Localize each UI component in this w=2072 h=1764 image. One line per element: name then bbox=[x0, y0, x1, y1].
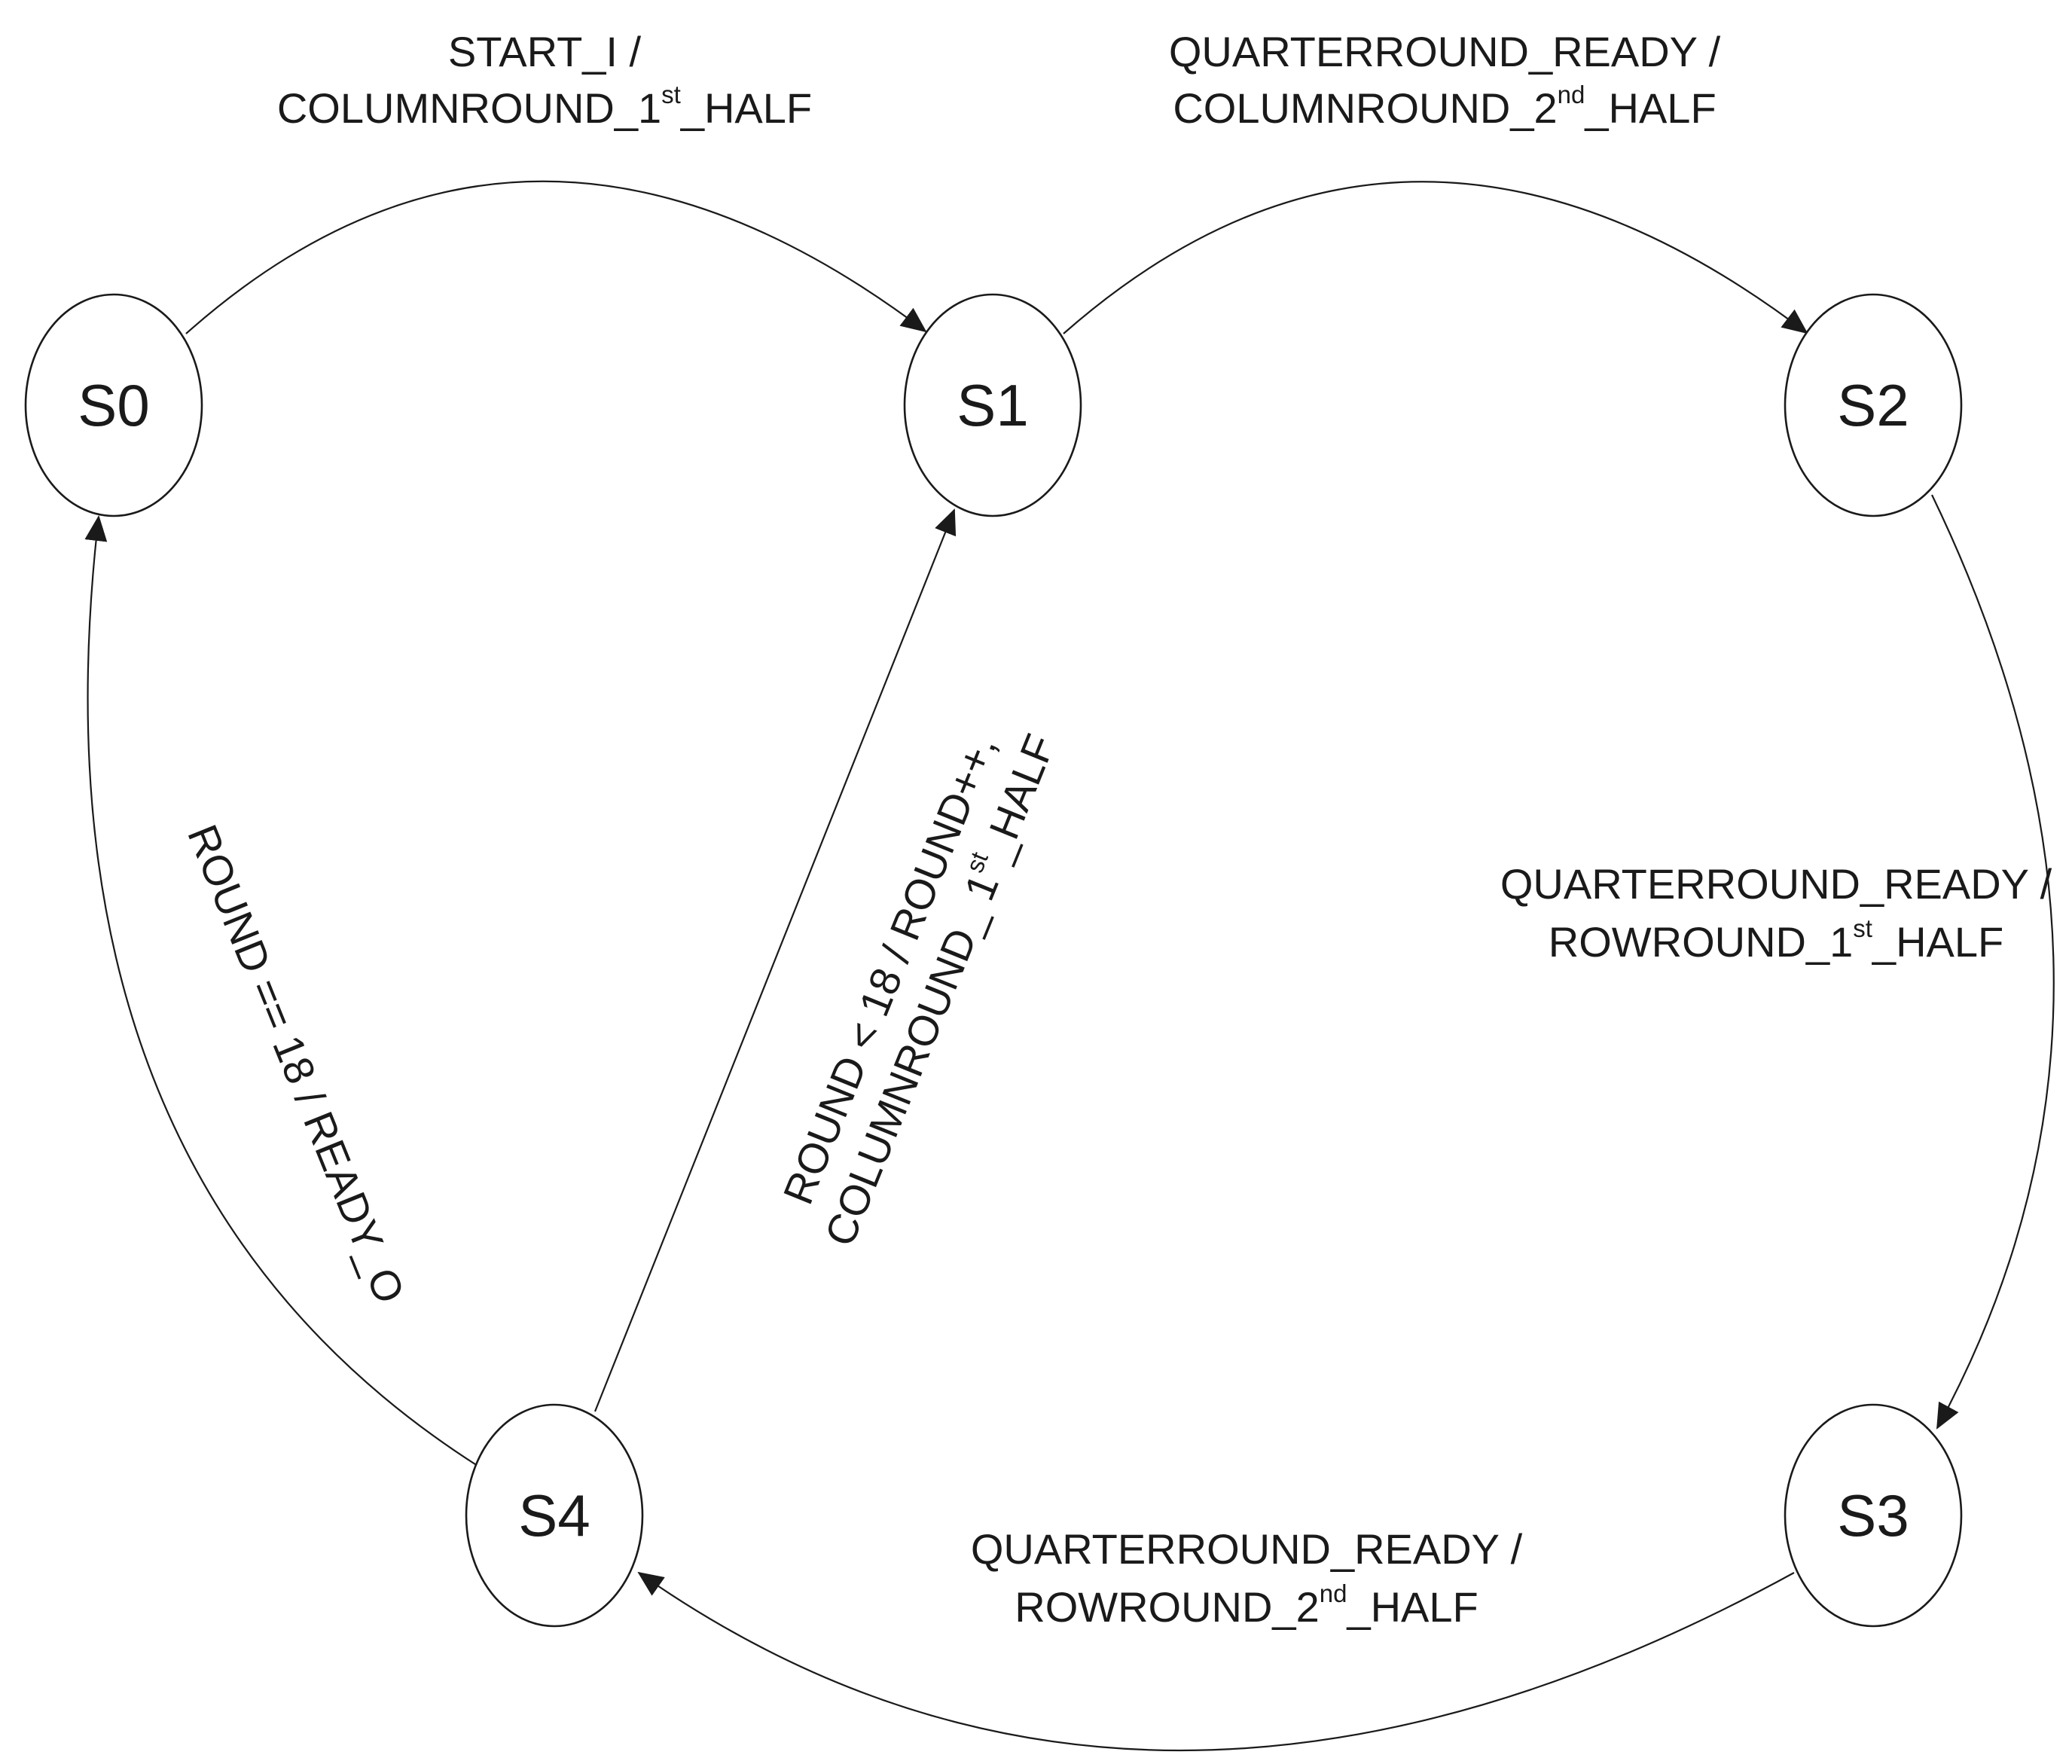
state-s3-label: S3 bbox=[1837, 1482, 1909, 1549]
transition-s2-s3-label-line2: ROWROUND_1st_HALF bbox=[1549, 914, 2003, 966]
state-s4[interactable]: S4 bbox=[465, 1403, 644, 1628]
transition-s3-s4-label-line2: ROWROUND_2nd_HALF bbox=[1015, 1579, 1478, 1631]
transition-s2-s3-label-line1: QUARTERROUND_READY / bbox=[1500, 860, 2052, 908]
transition-s2-s3-arrow bbox=[1931, 494, 2055, 1430]
transition-s1-s2-label-line2: COLUMNROUND_2nd_HALF bbox=[1173, 81, 1716, 132]
transition-s4-s0-label-line1: ROUND == 18 / READY_O bbox=[179, 818, 414, 1310]
state-s0-label: S0 bbox=[78, 372, 149, 438]
state-s3[interactable]: S3 bbox=[1784, 1403, 1963, 1628]
state-s2-label: S2 bbox=[1837, 372, 1909, 438]
transition-s4-s0-arrow bbox=[84, 515, 478, 1466]
state-s0[interactable]: S0 bbox=[24, 293, 203, 517]
transition-s0-s1-label-line1: START_I / bbox=[448, 28, 642, 75]
transition-s1-s2-arrow bbox=[1063, 181, 1808, 334]
state-s2[interactable]: S2 bbox=[1784, 293, 1963, 517]
transition-s3-s4-label-line1: QUARTERROUND_READY / bbox=[971, 1525, 1523, 1573]
transition-s1-s2-label: QUARTERROUND_READY / COLUMNROUND_2nd_HAL… bbox=[1169, 28, 1721, 132]
state-s1[interactable]: S1 bbox=[903, 293, 1082, 517]
transition-s0-s1-label: START_I / COLUMNROUND_1st_HALF bbox=[277, 28, 812, 132]
transition-s3-s4-arrow bbox=[637, 1571, 1795, 1752]
transition-s4-s0-label: ROUND == 18 / READY_O bbox=[179, 818, 414, 1310]
transition-s2-s3-label: QUARTERROUND_READY / ROWROUND_1st_HALF bbox=[1500, 860, 2052, 966]
transition-s3-s4-label: QUARTERROUND_READY / ROWROUND_2nd_HALF bbox=[971, 1525, 1523, 1631]
state-s4-label: S4 bbox=[518, 1482, 590, 1549]
state-s1-label: S1 bbox=[957, 372, 1028, 438]
transition-s1-s2-label-line1: QUARTERROUND_READY / bbox=[1169, 28, 1721, 75]
transition-s0-s1-label-line2: COLUMNROUND_1st_HALF bbox=[277, 81, 812, 132]
transition-s4-s1-label: ROUND < 18 / ROUND++, COLUMNROUND_ 1st_H… bbox=[774, 728, 1064, 1253]
transition-s4-s1-arrow bbox=[594, 508, 957, 1412]
transition-s0-s1-arrow bbox=[185, 180, 927, 334]
